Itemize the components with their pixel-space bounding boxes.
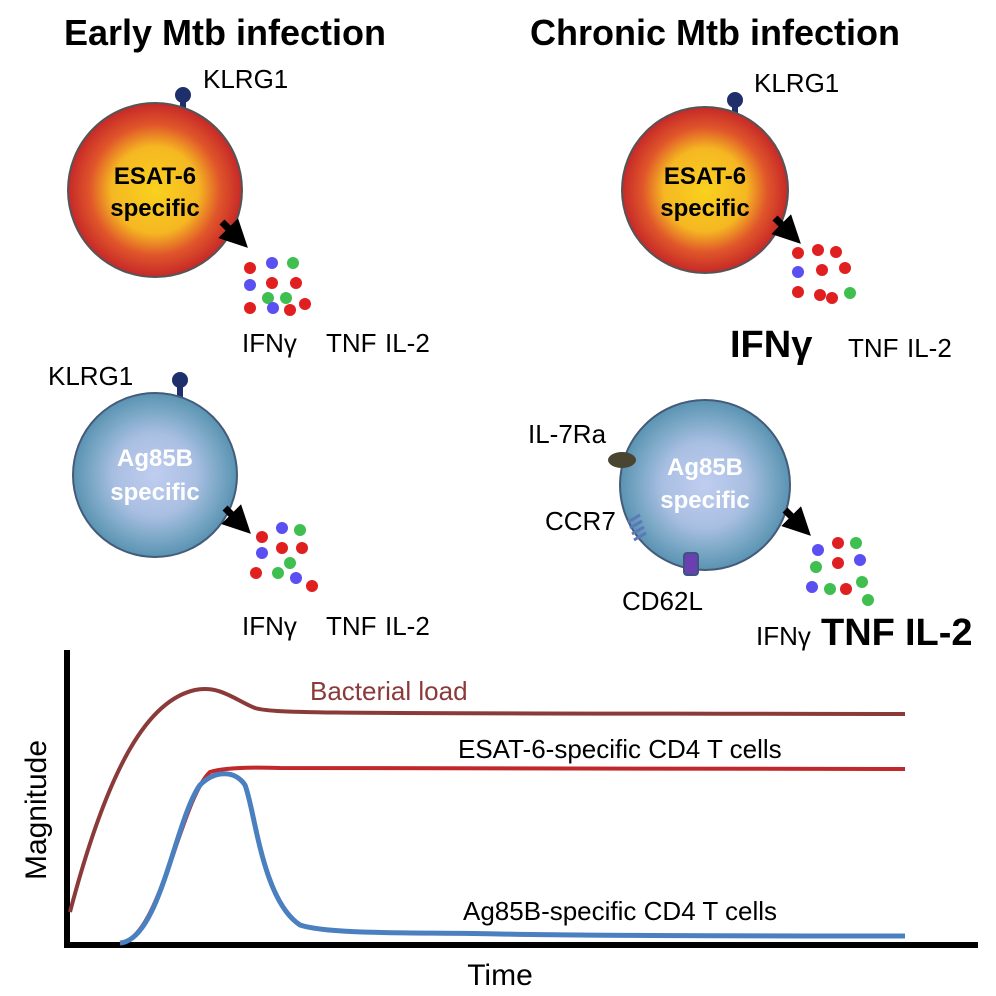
bacterial-load-curve: [68, 687, 906, 913]
esat6-cell-label-line1: ESAT-6: [114, 163, 196, 190]
ifn-gamma-label: IFNγ: [242, 611, 297, 641]
cytokine-cluster: [244, 257, 311, 316]
klrg1-receptor-icon: [172, 372, 188, 388]
early-esat6-cell: ESAT-6 specific: [67, 87, 243, 278]
il2-label-emphasized: IL-2: [905, 612, 973, 654]
ag85b-cell-body: [619, 399, 791, 571]
secretion-arrow: [218, 218, 248, 248]
il2-label: IL-2: [385, 611, 430, 641]
klrg1-label: KLRG1: [203, 64, 288, 94]
magnitude-time-graph: Time Magnitude Bacterial load ESAT-6-spe…: [20, 650, 978, 992]
esat6-cell-label-line2: specific: [660, 195, 749, 222]
il2-label: IL-2: [385, 328, 430, 358]
cd62l-receptor-icon: [683, 552, 699, 576]
klrg1-label: KLRG1: [754, 68, 839, 98]
secretion-arrow: [221, 504, 251, 534]
early-panel-title: Early Mtb infection: [64, 12, 386, 53]
chronic-esat6-cytokine-labels: IFNγ TNF IL-2: [730, 324, 952, 366]
ifn-gamma-label: IFNγ: [756, 621, 811, 651]
tnf-label: TNF: [848, 333, 899, 363]
early-ag85b-cytokine-labels: IFNγ TNF IL-2: [242, 611, 430, 641]
ccr7-label: CCR7: [545, 506, 616, 536]
chronic-ag85b-cytokine-labels: IFNγ TNF IL-2: [756, 612, 973, 654]
il2-label: IL-2: [907, 333, 952, 363]
y-axis-label: Magnitude: [20, 740, 53, 880]
ifn-gamma-label-emphasized: IFNγ: [730, 324, 812, 366]
klrg1-receptor-icon: [175, 87, 191, 103]
cytokine-cluster: [792, 244, 856, 304]
early-esat6-cytokine-labels: IFNγ TNF IL-2: [242, 328, 430, 358]
secretion-arrow: [771, 214, 801, 244]
ag85b-cd4-curve: [119, 771, 906, 946]
esat6-cell-label-line1: ESAT-6: [664, 163, 746, 190]
chronic-esat6-cell: ESAT-6 specific: [621, 92, 789, 274]
ag85b-cd4-label: Ag85B-specific CD4 T cells: [463, 896, 777, 926]
ccr7-receptor-icon: [627, 513, 647, 542]
ag85b-cell-label-line2: specific: [660, 487, 749, 514]
secretion-arrow: [781, 506, 811, 536]
ag85b-cell-body: [72, 392, 238, 558]
chronic-panel-title: Chronic Mtb infection: [530, 12, 900, 53]
esat6-cd4-label: ESAT-6-specific CD4 T cells: [458, 734, 782, 764]
tnf-label-emphasized: TNF: [821, 612, 895, 654]
tnf-label: TNF: [326, 611, 377, 641]
cd62l-label: CD62L: [622, 586, 703, 616]
tnf-label: TNF: [326, 328, 377, 358]
il7ra-label: IL-7Ra: [528, 419, 607, 449]
early-ag85b-cell: Ag85B specific: [72, 372, 238, 558]
klrg1-receptor-icon: [727, 92, 743, 108]
bacterial-load-label: Bacterial load: [310, 676, 468, 706]
esat6-cell-body: [621, 106, 789, 274]
cytokine-cluster: [806, 537, 874, 606]
ifn-gamma-label: IFNγ: [242, 328, 297, 358]
il7ra-receptor-icon: [608, 452, 636, 468]
ag85b-cell-label-line1: Ag85B: [117, 445, 193, 472]
ag85b-cell-label-line2: specific: [110, 479, 199, 506]
ag85b-cell-label-line1: Ag85B: [667, 454, 743, 481]
x-axis-label: Time: [467, 959, 533, 992]
esat6-cell-label-line2: specific: [110, 195, 199, 222]
klrg1-label: KLRG1: [48, 361, 133, 391]
chronic-ag85b-cell: Ag85B specific: [608, 399, 791, 576]
cytokine-cluster: [250, 522, 318, 592]
esat6-cell-body: [67, 102, 243, 278]
